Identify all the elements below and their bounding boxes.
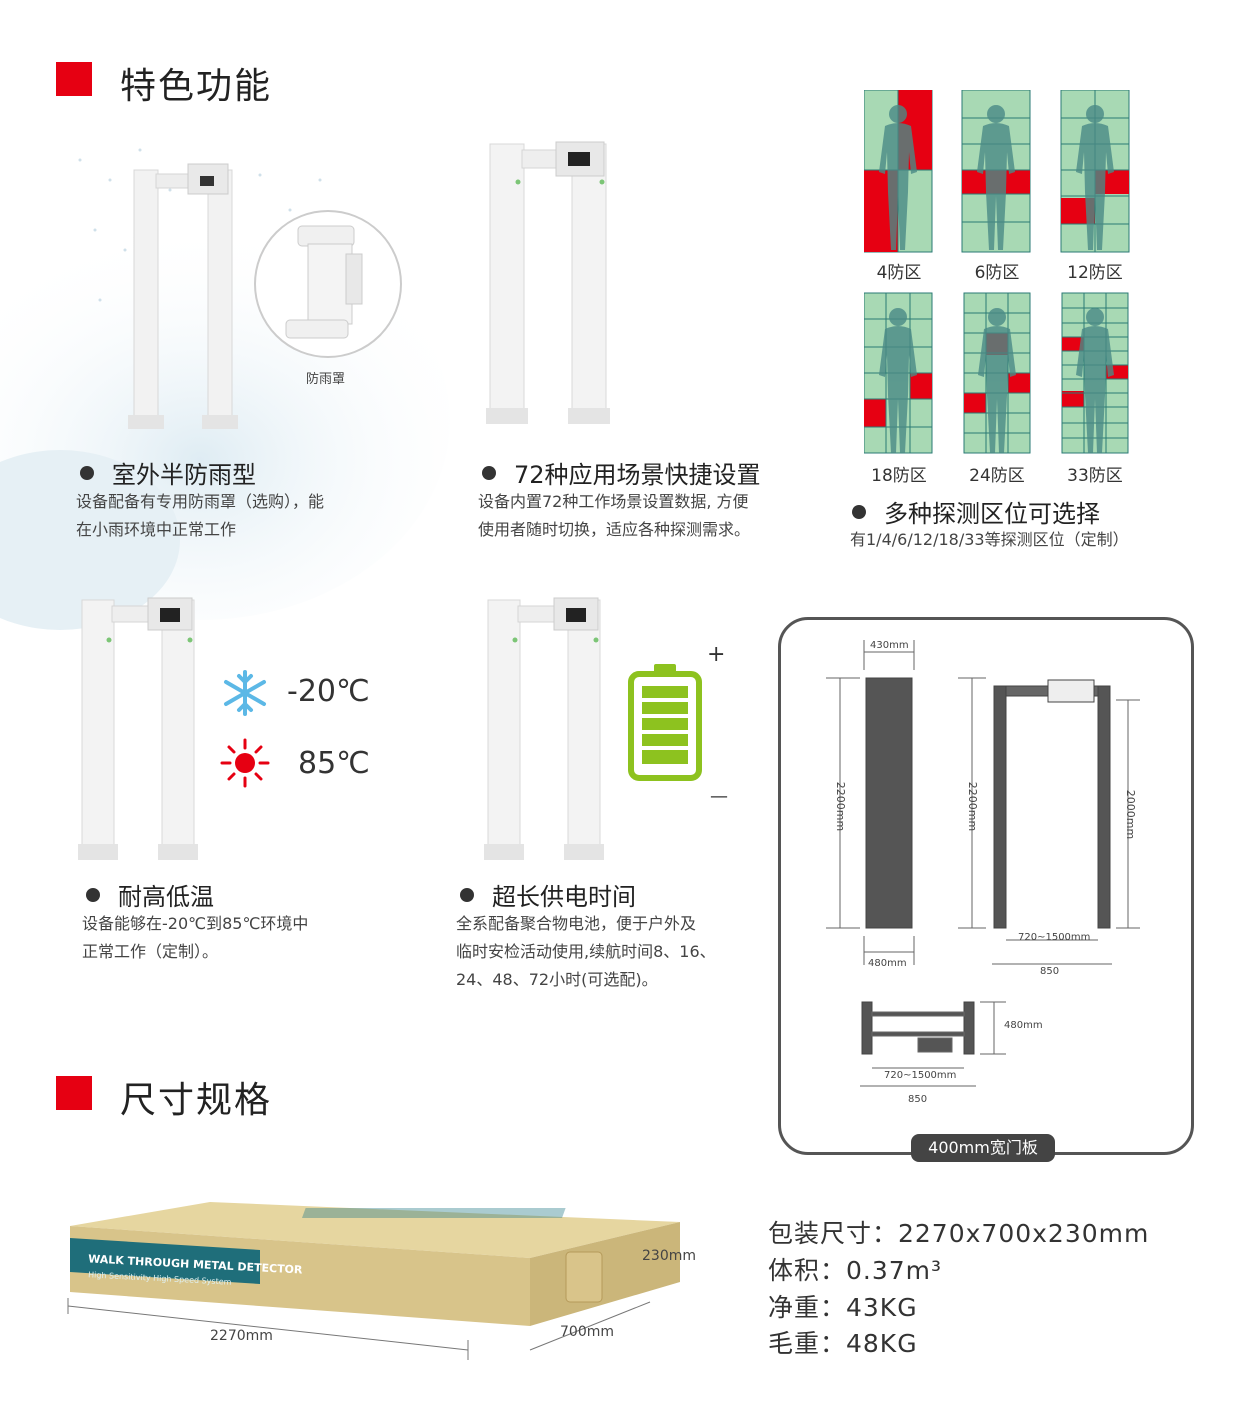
dim-850: 850 <box>1040 966 1060 977</box>
gate-outdoor-image <box>128 163 238 429</box>
bullet-dot <box>460 888 474 902</box>
temperature-high: 85℃ <box>298 746 370 781</box>
feature-desc-zones: 有1/4/6/12/18/33等探测区位（定制） <box>850 530 1129 549</box>
bullet-dot <box>852 505 866 519</box>
section-marker <box>56 62 92 96</box>
zone-label: 18防区 <box>871 466 927 486</box>
spec-gross-weight: 毛重：48KG <box>768 1329 918 1358</box>
bullet-dot <box>86 888 100 902</box>
dim-top-span: 720~1500mm <box>884 1070 957 1081</box>
gate-scenes-image <box>486 141 610 424</box>
section-marker <box>56 1076 92 1110</box>
dim-2200-front: 2200mm <box>966 781 980 832</box>
spec-volume: 体积：0.37m³ <box>768 1256 943 1285</box>
panel-width-badge: 400mm宽门板 <box>911 1134 1055 1162</box>
box-height: 230mm <box>642 1248 696 1264</box>
zone-label: 4防区 <box>876 263 922 283</box>
rain-cover-label: 防雨罩 <box>306 372 346 387</box>
zone-6-image <box>961 90 1031 253</box>
feature-title-zones: 多种探测区位可选择 <box>852 494 1100 529</box>
zone-label: 6防区 <box>974 263 1020 283</box>
gate-temperature-image <box>78 597 198 860</box>
sun-icon <box>220 738 270 788</box>
dimension-drawing <box>826 640 1140 1087</box>
zone-18-image <box>864 292 933 454</box>
section-title-specs: 尺寸规格 <box>120 1080 273 1121</box>
feature-title-battery: 超长供电时间 <box>460 877 636 912</box>
bullet-dot <box>80 466 94 480</box>
dim-430: 430mm <box>870 640 909 651</box>
zones-grid <box>864 90 1130 454</box>
spec-package-size: 包装尺寸：2270x700x230mm <box>768 1219 1150 1248</box>
dim-span: 720~1500mm <box>1018 932 1091 943</box>
battery-minus: — <box>710 786 728 807</box>
snowflake-icon <box>224 670 266 716</box>
zone-24-image <box>963 292 1031 454</box>
temperature-low: -20℃ <box>287 674 370 709</box>
zone-label: 24防区 <box>969 466 1025 486</box>
feature-desc-scenes: 设备内置72种工作场景设置数据, 方便使用者随时切换，适应各种探测需求。 <box>478 492 751 539</box>
zone-label: 33防区 <box>1067 466 1123 486</box>
spec-net-weight: 净重：43KG <box>768 1293 918 1322</box>
battery-plus: + <box>707 642 726 667</box>
zone-label: 12防区 <box>1067 263 1123 283</box>
zone-33-image <box>1061 292 1129 454</box>
feature-desc-temperature: 设备能够在-20℃到85℃环境中正常工作（定制）。 <box>82 914 309 961</box>
dim-top-480: 480mm <box>1004 1020 1043 1031</box>
dim-2000: 2000mm <box>1124 789 1138 840</box>
zone-12-image <box>1060 90 1130 253</box>
box-depth: 700mm <box>560 1324 614 1340</box>
rain-cover-callout <box>254 210 402 358</box>
dim-top-850: 850 <box>908 1094 928 1105</box>
package-box-image <box>70 1202 680 1326</box>
feature-title-scenes: 72种应用场景快捷设置 <box>482 455 761 490</box>
section-title-features: 特色功能 <box>120 66 273 107</box>
dim-2200-side: 2200mm <box>834 781 848 832</box>
feature-desc-outdoor: 设备配备有专用防雨罩（选购），能在小雨环境中正常工作 <box>76 492 325 539</box>
gate-battery-image <box>484 597 604 860</box>
feature-desc-battery: 全系配备聚合物电池，便于户外及临时安检活动使用,续航时间8、16、24、48、7… <box>456 914 716 989</box>
box-dimension-lines <box>67 1298 651 1360</box>
feature-title-temperature: 耐高低温 <box>86 877 214 912</box>
feature-title-outdoor: 室外半防雨型 <box>80 455 256 490</box>
box-length: 2270mm <box>210 1328 273 1344</box>
zone-4-image <box>864 90 933 253</box>
battery-icon <box>628 664 702 781</box>
bullet-dot <box>482 466 496 480</box>
dim-480: 480mm <box>868 958 907 969</box>
